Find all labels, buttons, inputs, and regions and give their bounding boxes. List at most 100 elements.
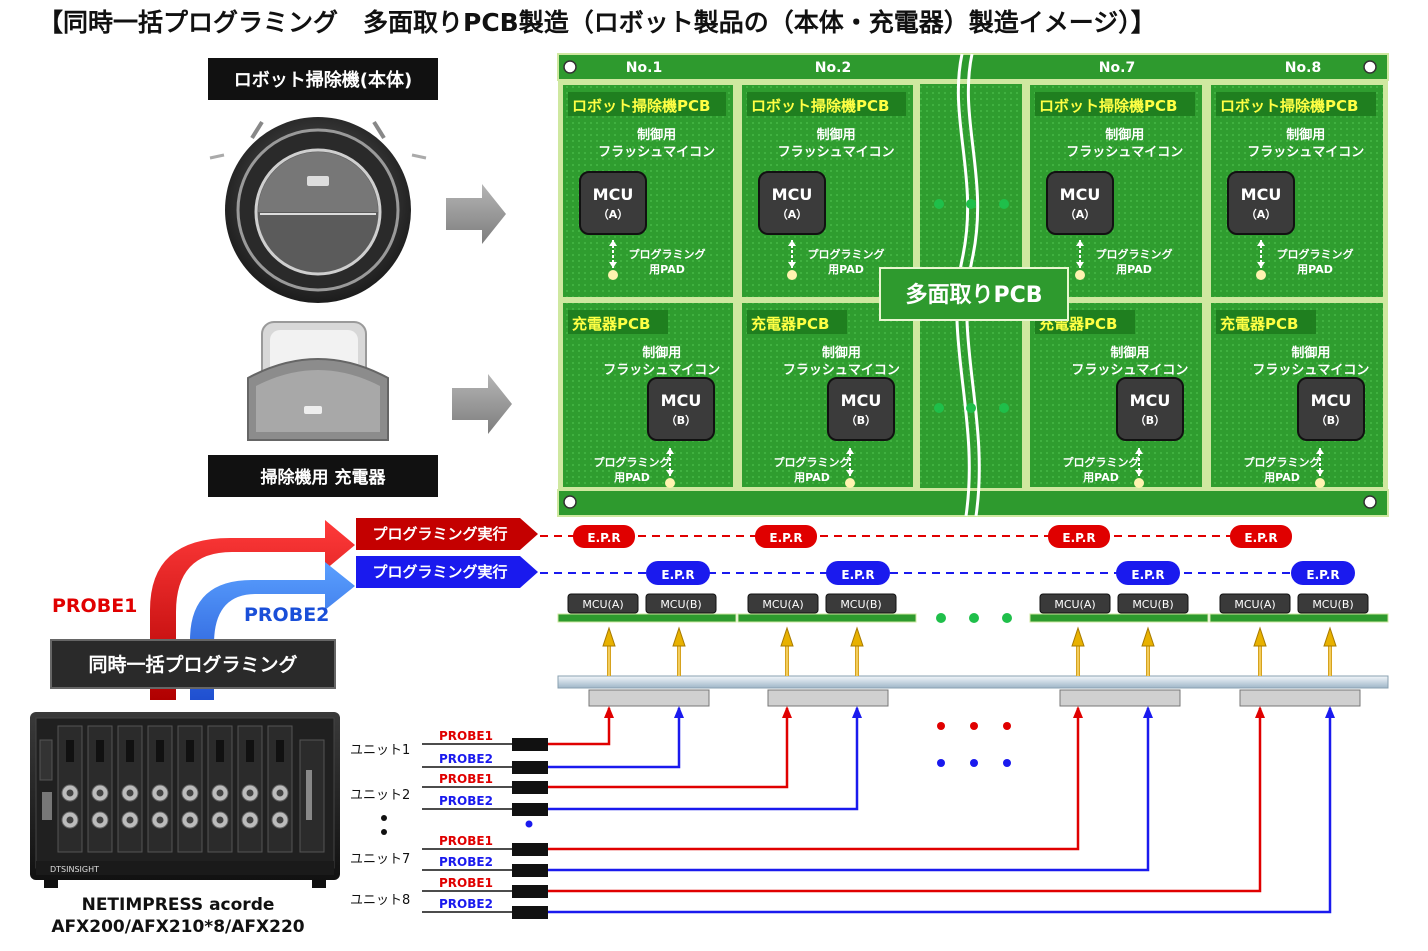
device-model-line1: NETIMPRESS acorde bbox=[82, 895, 275, 915]
mcu-chip-small bbox=[1117, 593, 1189, 614]
pad-label: プログラミング bbox=[629, 247, 706, 261]
multi-pcb-overlay-label: 多面取りPCB bbox=[905, 282, 1042, 308]
mcu-sub: （A） bbox=[1065, 208, 1096, 221]
probe2-wire bbox=[548, 708, 1332, 914]
mcu-sub: （A） bbox=[1246, 208, 1277, 221]
probe-connector bbox=[512, 843, 548, 856]
mcu-label: MCU bbox=[593, 185, 634, 204]
probe1-exec-bar bbox=[356, 518, 538, 550]
mcu-sub: （B） bbox=[846, 414, 876, 427]
mcu-label: MCU bbox=[1130, 391, 1171, 410]
board-title: ロボット掃除機PCB bbox=[1039, 97, 1177, 115]
mcu-chip-small-label: MCU(B) bbox=[1312, 598, 1353, 611]
probe-pin bbox=[1076, 640, 1080, 676]
pad-label: プログラミング bbox=[1244, 455, 1321, 469]
programming-pad bbox=[608, 270, 618, 280]
unit-name: ユニット1 bbox=[350, 743, 410, 758]
mcu-chip-small-label: MCU(A) bbox=[582, 598, 623, 611]
probe1-label: PROBE1 bbox=[52, 595, 137, 617]
board-title: ロボット掃除機PCB bbox=[1220, 97, 1358, 115]
mcu-label: MCU bbox=[1311, 391, 1352, 410]
board-desc: 制御用 bbox=[1110, 345, 1149, 361]
pad-label: プログラミング bbox=[594, 455, 671, 469]
mcu-sub: （A） bbox=[777, 208, 808, 221]
column-number: No.8 bbox=[1285, 60, 1321, 76]
epr-badge-probe2 bbox=[1116, 561, 1180, 585]
probe-connector bbox=[512, 738, 548, 751]
probe1-exec-label: プログラミング実行 bbox=[372, 525, 507, 543]
chip-strip bbox=[737, 613, 917, 623]
charger-image bbox=[247, 321, 389, 441]
probe-connector bbox=[512, 803, 548, 816]
probe-fixture bbox=[1239, 689, 1361, 707]
probe-fixtures bbox=[588, 626, 1361, 707]
programming-pad bbox=[1134, 478, 1144, 488]
simultaneous-label: 同時一括プログラミング bbox=[88, 653, 297, 676]
probe-pin bbox=[785, 640, 789, 676]
board-title: ロボット掃除機PCB bbox=[751, 97, 889, 115]
mcu-chip bbox=[1116, 377, 1184, 441]
unit-name: ユニット7 bbox=[350, 852, 410, 867]
overlay-label-box bbox=[879, 267, 1069, 321]
probe2-wire bbox=[548, 708, 681, 769]
column-number: No.2 bbox=[815, 60, 851, 76]
epr-label: E.P.R bbox=[587, 531, 620, 545]
epr-badge-probe2 bbox=[1291, 561, 1355, 585]
programming-pad bbox=[1075, 270, 1085, 280]
board-desc: フラッシュマイコン bbox=[783, 363, 900, 378]
pad-label: プログラミング bbox=[1063, 455, 1140, 469]
pad-label: 用PAD bbox=[1264, 471, 1300, 484]
probe-connector bbox=[512, 781, 548, 794]
probe2-wire bbox=[548, 708, 859, 811]
pad-label: 用PAD bbox=[828, 263, 864, 276]
mcu-sub: （B） bbox=[1316, 414, 1346, 427]
board-desc: フラッシュマイコン bbox=[603, 363, 720, 378]
mcu-sub: （B） bbox=[1135, 414, 1165, 427]
probe1-wire bbox=[548, 708, 789, 789]
column-gap-dots bbox=[936, 613, 1012, 623]
mcu-label: MCU bbox=[661, 391, 702, 410]
mcu-label: MCU bbox=[1060, 185, 1101, 204]
epr-badge-probe2 bbox=[826, 561, 890, 585]
pad-label: 用PAD bbox=[649, 263, 685, 276]
epr-label: E.P.R bbox=[661, 568, 694, 582]
page-title: 【同時一括プログラミング 多面取りPCB製造（ロボット製品の（本体・充電器）製造… bbox=[38, 8, 1156, 37]
mcu-chip-small-label: MCU(B) bbox=[840, 598, 881, 611]
netimpress-device: DTSINSIGHT NETIMPRESS acorde AFX200/AFX2… bbox=[30, 712, 340, 937]
mcu-chip-small bbox=[1039, 593, 1111, 614]
pad-label: 用PAD bbox=[794, 471, 830, 484]
epr-badge-probe1 bbox=[755, 525, 817, 548]
programming-pad bbox=[845, 478, 855, 488]
epr-badge-probe1 bbox=[1230, 525, 1292, 548]
programming-pad bbox=[1315, 478, 1325, 488]
probe1-wire bbox=[548, 708, 611, 746]
mcu-chip-small bbox=[645, 593, 717, 614]
mcu-label: MCU bbox=[772, 185, 813, 204]
mcu-sub: （B） bbox=[666, 414, 696, 427]
board-desc: 制御用 bbox=[637, 127, 676, 143]
mcu-chip-small bbox=[825, 593, 897, 614]
unit-name: ユニット8 bbox=[350, 893, 410, 908]
pad-label: 用PAD bbox=[1297, 263, 1333, 276]
mcu-chip-small-label: MCU(A) bbox=[1054, 598, 1095, 611]
probe-connector bbox=[512, 906, 548, 919]
probe-pin bbox=[677, 640, 681, 676]
board-desc: フラッシュマイコン bbox=[1066, 145, 1183, 160]
board-title: ロボット掃除機PCB bbox=[572, 97, 710, 115]
mcu-sub: （A） bbox=[598, 208, 629, 221]
unit-probe2-label: PROBE2 bbox=[439, 752, 493, 766]
probe1-wire bbox=[548, 708, 1262, 893]
board-desc: フラッシュマイコン bbox=[778, 145, 895, 160]
probe-pin bbox=[855, 640, 859, 676]
probe-fixture bbox=[588, 689, 710, 707]
pcb-boards: ロボット掃除機PCB制御用フラッシュマイコンMCU（A）プログラミング用PAD充… bbox=[561, 83, 1385, 489]
charger-product: 掃除機用 充電器 bbox=[208, 321, 512, 497]
pad-label: 用PAD bbox=[1116, 263, 1152, 276]
